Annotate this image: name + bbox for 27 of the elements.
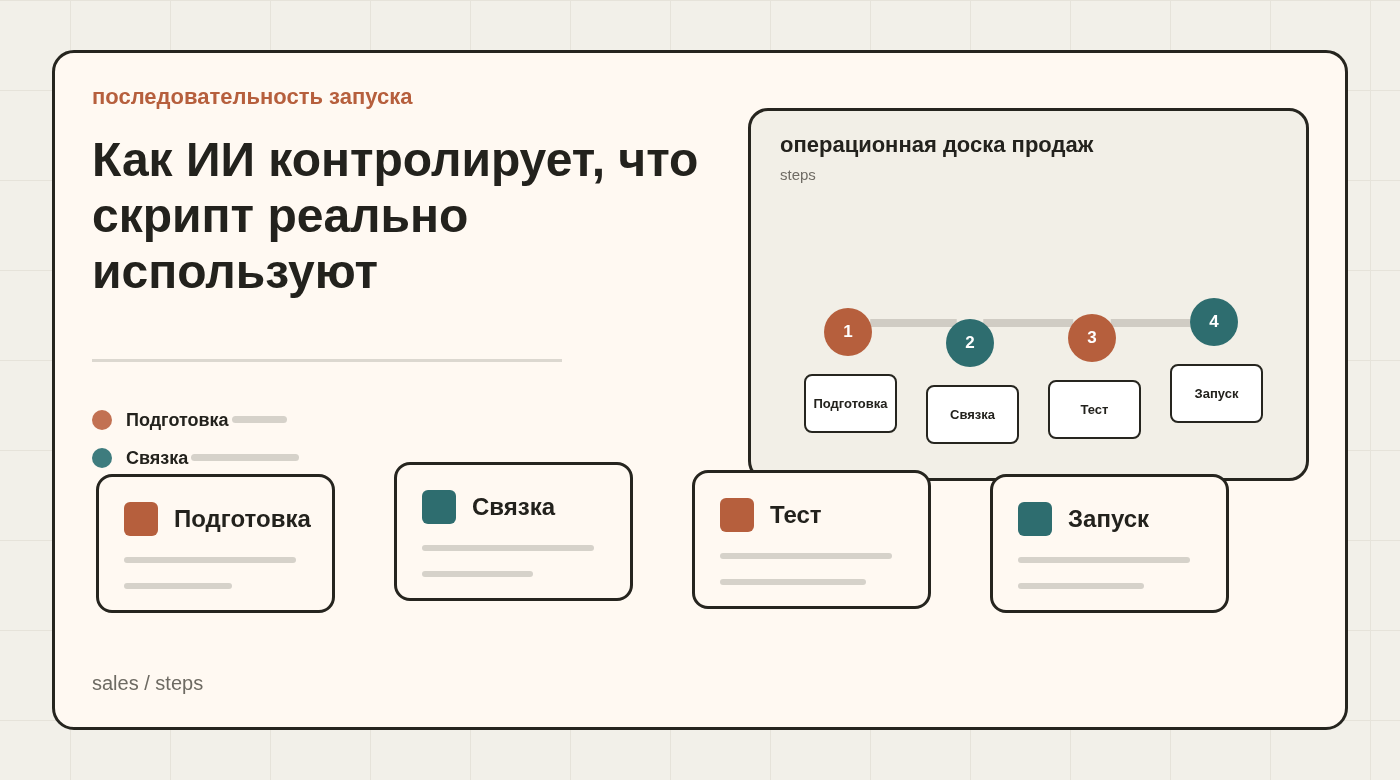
step-tag: Связка bbox=[926, 385, 1019, 444]
step-number: 3 bbox=[1068, 314, 1116, 362]
legend-label: Подготовка bbox=[126, 409, 229, 431]
step-card bbox=[692, 470, 931, 609]
card-title: Связка bbox=[472, 492, 556, 522]
kicker-text: последовательность запуска bbox=[92, 84, 413, 110]
connector-line bbox=[870, 319, 957, 327]
step-card bbox=[990, 474, 1229, 613]
step-number: 2 bbox=[946, 319, 994, 367]
connector-line bbox=[983, 319, 1074, 327]
card-title: Тест bbox=[770, 500, 822, 530]
step-tag: Тест bbox=[1048, 380, 1141, 439]
card-title: Запуск bbox=[1068, 504, 1149, 534]
heading: Как ИИ контролирует, что скрипт реально используют bbox=[92, 132, 700, 300]
legend-label: Связка bbox=[126, 447, 189, 469]
connector-line bbox=[1110, 319, 1190, 327]
step-card bbox=[394, 462, 633, 601]
board-panel bbox=[748, 108, 1309, 481]
step-number: 4 bbox=[1190, 298, 1238, 346]
card-title: Подготовка bbox=[174, 504, 311, 534]
footer-path: sales / steps bbox=[92, 671, 204, 695]
step-number: 1 bbox=[824, 308, 872, 356]
step-tag: Запуск bbox=[1170, 364, 1263, 423]
panel-title: операционная доска продаж bbox=[780, 132, 1094, 158]
panel-subtitle: steps bbox=[780, 166, 816, 184]
step-tag: Подготовка bbox=[804, 374, 897, 433]
step-card bbox=[96, 474, 335, 613]
